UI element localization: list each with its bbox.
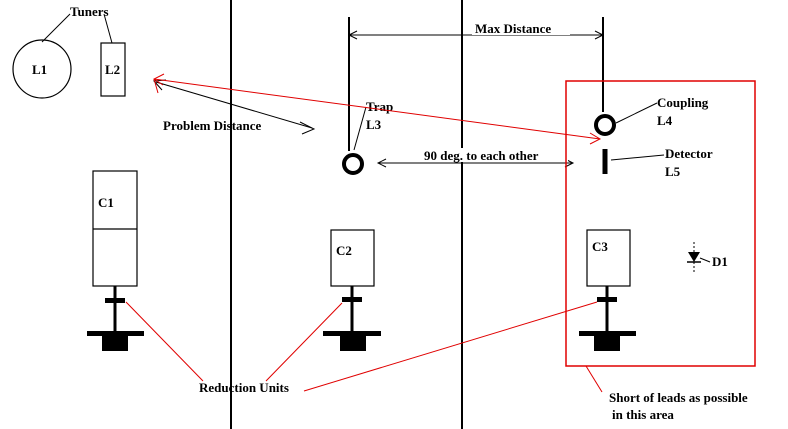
reduction-unit-2 bbox=[323, 286, 381, 351]
c3-label: C3 bbox=[592, 239, 608, 254]
problem-distance-leader bbox=[155, 81, 313, 129]
coupling-leader bbox=[615, 102, 658, 124]
trap-label: Trap bbox=[366, 99, 393, 114]
l2-coil bbox=[100, 42, 126, 97]
l4-label: L4 bbox=[657, 113, 673, 128]
detector-label: Detector bbox=[665, 146, 713, 161]
tuners-leader-l2 bbox=[103, 13, 113, 44]
problem-distance-label: Problem Distance bbox=[163, 118, 262, 133]
trap-leader bbox=[353, 106, 367, 151]
problem-distance-arrowtail bbox=[299, 121, 316, 135]
short-leads-label-line1: Short of leads as possible bbox=[609, 390, 748, 405]
problem-distance-red-line-2 bbox=[153, 78, 159, 94]
l3-trap-coil bbox=[342, 153, 364, 175]
l1-coil bbox=[12, 39, 72, 99]
reduction-pointer-1 bbox=[125, 301, 204, 382]
reduction-unit-1 bbox=[87, 286, 144, 351]
l1-label: L1 bbox=[32, 62, 47, 77]
l4-coupling-coil bbox=[594, 114, 616, 136]
tuners-label: Tuners bbox=[70, 4, 109, 19]
d1-label: D1 bbox=[712, 254, 728, 269]
ninety-deg-arrow-left bbox=[376, 158, 387, 168]
short-leads-label-line2: in this area bbox=[612, 407, 674, 422]
tuners-leader-l1 bbox=[41, 13, 71, 43]
reduction-units-label: Reduction Units bbox=[199, 380, 289, 395]
d1-leader bbox=[699, 257, 711, 263]
short-leads-area-box bbox=[565, 80, 756, 367]
l5-label: L5 bbox=[665, 164, 681, 179]
max-distance-label: Max Distance bbox=[475, 21, 551, 36]
c2-label: C2 bbox=[336, 243, 352, 258]
reduction-unit-3 bbox=[579, 286, 636, 351]
l2-label: L2 bbox=[105, 62, 120, 77]
coupling-label: Coupling bbox=[657, 95, 709, 110]
max-distance-arrow-left bbox=[347, 30, 358, 40]
reduction-pointer-3 bbox=[303, 301, 598, 392]
reduction-pointer-2 bbox=[265, 302, 343, 382]
c2-capacitor bbox=[330, 229, 375, 287]
c1-label: C1 bbox=[98, 195, 114, 210]
detector-leader bbox=[610, 154, 665, 161]
l3-label: L3 bbox=[366, 117, 382, 132]
ninety-deg-label: 90 deg. to each other bbox=[424, 148, 539, 163]
red-arrowhead-right bbox=[589, 132, 602, 145]
problem-distance-red-line bbox=[153, 78, 601, 140]
d1-diode-symbol bbox=[687, 242, 701, 272]
short-leads-pointer bbox=[585, 365, 603, 393]
